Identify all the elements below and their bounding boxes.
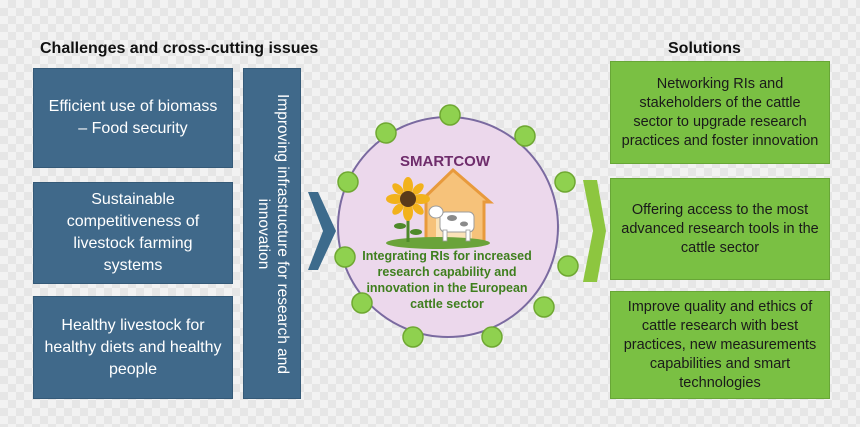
solutions-heading: Solutions — [668, 40, 741, 57]
sunflower-icon — [386, 177, 430, 242]
challenge-box-biomass: Efficient use of biomass – Food security — [33, 68, 233, 168]
arrow-left — [308, 192, 336, 270]
arrow-right — [583, 180, 606, 282]
smartcow-title: SMARTCOW — [400, 153, 490, 170]
circle-node — [402, 326, 424, 348]
challenge-text: Sustainable competitiveness of livestock… — [66, 191, 200, 274]
circle-node — [533, 296, 555, 318]
solution-box-quality: Improve quality and ethics of cattle res… — [610, 291, 830, 399]
circle-node — [351, 292, 373, 314]
solution-box-networking: Networking RIs and stakeholders of the c… — [610, 61, 830, 164]
infrastructure-box: Improving infrastructure for research an… — [243, 68, 301, 399]
circle-node — [375, 122, 397, 144]
challenges-heading: Challenges and cross-cutting issues — [40, 40, 319, 57]
solution-text: Offering access to the most advanced res… — [621, 201, 819, 256]
solution-text: Improve quality and ethics of cattle res… — [623, 298, 817, 391]
circle-node — [334, 246, 356, 268]
solution-box-access: Offering access to the most advanced res… — [610, 178, 830, 280]
challenge-box-healthy-livestock: Healthy livestock for healthy diets and … — [33, 296, 233, 399]
challenge-text: Efficient use of biomass – Food security — [48, 98, 218, 137]
solution-text: Networking RIs and stakeholders of the c… — [621, 75, 819, 149]
circle-node — [554, 171, 576, 193]
challenge-text: Healthy livestock for healthy diets and … — [44, 316, 222, 378]
smartcow-description: Integrating RIs for increased research c… — [362, 249, 532, 311]
circle-node — [481, 326, 503, 348]
challenge-box-competitiveness: Sustainable competitiveness of livestock… — [33, 182, 233, 284]
cow-icon — [428, 205, 475, 242]
grass-icon — [386, 237, 490, 249]
circle-node — [514, 125, 536, 147]
circle-nodes — [334, 104, 579, 348]
circle-node — [557, 255, 579, 277]
circle-node — [439, 104, 461, 126]
circle-node — [337, 171, 359, 193]
